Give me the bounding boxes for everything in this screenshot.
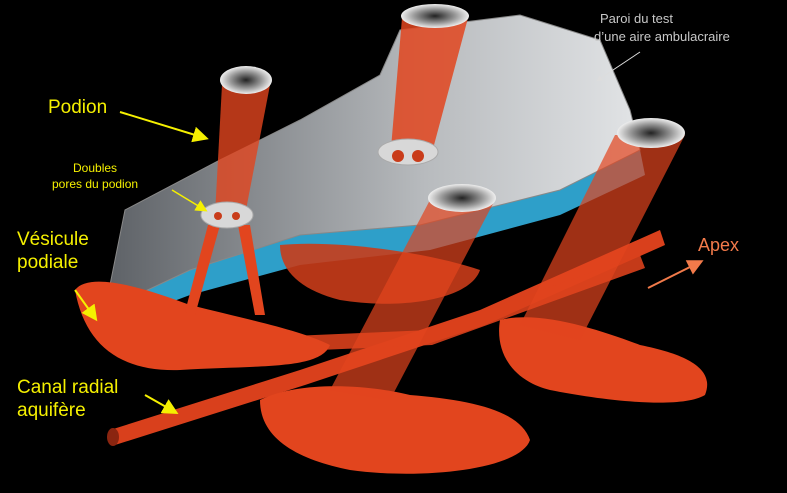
podion-sucker (617, 118, 685, 148)
radial-canal-opening (107, 428, 119, 446)
vesicle-label: Vésicule podiale (17, 228, 89, 274)
podion-arrow (119, 111, 209, 143)
test-wall-label-line2: d’une aire ambulacraire (594, 29, 730, 44)
podion-tube (390, 18, 468, 160)
podion-sucker (401, 4, 469, 28)
apex-arrow (647, 260, 704, 289)
podion-tube (330, 200, 495, 400)
test-wall-label-line1: Paroi du test (600, 11, 673, 26)
radial-canal-label-line1: Canal radial (17, 377, 119, 398)
podial-vesicle (499, 317, 708, 403)
radial-canal (110, 230, 665, 445)
vesicle-label-line2: podiale (17, 252, 79, 273)
vesicle-arrow (74, 289, 98, 322)
apex-label: Apex (698, 235, 740, 255)
podion-sucker (220, 66, 272, 94)
podion-sucker (428, 184, 496, 212)
vesicle-label-line1: Vésicule (17, 229, 89, 250)
double-pore (377, 138, 439, 166)
double-pores-label-line2: pores du podion (52, 177, 139, 191)
podion-tube (215, 85, 270, 215)
double-pore (200, 201, 254, 229)
podion-ampulla-stalk (185, 225, 265, 315)
double-pores-label-line1: Doubles (73, 161, 118, 175)
radial-canal-arrow (144, 394, 179, 414)
pores-arrow (171, 189, 208, 212)
plate-edge (105, 150, 645, 325)
podial-vesicle (260, 386, 530, 474)
test-wall-pointer (596, 51, 641, 82)
podion-label: Podion (48, 97, 108, 118)
double-pores-label: Doubles pores du podion (52, 160, 138, 192)
podion-tube (520, 135, 685, 340)
test-wall-label: Paroi du test d’une aire ambulacraire (594, 10, 730, 46)
radial-canal-label: Canal radial aquifère (17, 376, 118, 422)
podial-vesicle (75, 281, 330, 371)
radial-canal-label-line2: aquifère (17, 400, 86, 421)
